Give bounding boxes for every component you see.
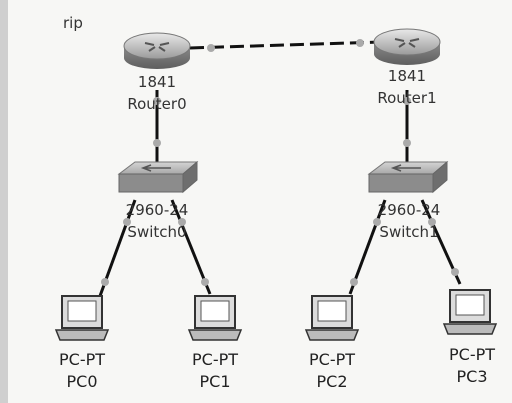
port-dot [451, 268, 459, 276]
pc-icon[interactable] [187, 295, 243, 341]
router0-name-label: Router0 [127, 95, 187, 113]
router-icon[interactable] [373, 28, 441, 65]
router1-model-label: 1841 [387, 67, 427, 85]
pc-icon[interactable] [304, 295, 360, 341]
port-dot [350, 278, 358, 286]
port-dot [178, 218, 186, 226]
port-dot [101, 278, 109, 286]
port-dot [373, 218, 381, 226]
pc0-model-label: PC-PT [58, 350, 106, 369]
port-dot [201, 278, 209, 286]
switch-icon[interactable] [117, 160, 199, 194]
port-dot [153, 97, 161, 105]
topology-title: rip [63, 14, 83, 32]
pc1-name-label: PC1 [199, 372, 231, 391]
port-dot [356, 39, 364, 47]
port-dot [123, 218, 131, 226]
switch1-model-label: 2960-24 [377, 201, 441, 219]
pc2-model-label: PC-PT [308, 350, 356, 369]
router-icon[interactable] [123, 32, 191, 69]
port-dot [403, 139, 411, 147]
switch-icon[interactable] [367, 160, 449, 194]
link-switch1-pc2[interactable] [348, 199, 387, 295]
port-dots [101, 39, 459, 286]
switch1-name-label: Switch1 [379, 223, 439, 241]
router1-name-label: Router1 [377, 89, 437, 107]
port-dot [428, 218, 436, 226]
port-dot [207, 44, 215, 52]
port-dot [153, 139, 161, 147]
pc1-model-label: PC-PT [191, 350, 239, 369]
switch0-model-label: 2960-24 [125, 201, 189, 219]
pc3-name-label: PC3 [456, 367, 488, 386]
link-router0-router1[interactable] [189, 40, 381, 50]
switch0-name-label: Switch0 [127, 223, 187, 241]
pc-icon[interactable] [54, 295, 110, 341]
router0-model-label: 1841 [137, 73, 177, 91]
pc2-name-label: PC2 [316, 372, 348, 391]
pc-icon[interactable] [442, 289, 498, 335]
pc3-model-label: PC-PT [448, 345, 496, 364]
port-dot [403, 97, 411, 105]
page-edge [0, 0, 8, 403]
pc0-name-label: PC0 [66, 372, 98, 391]
